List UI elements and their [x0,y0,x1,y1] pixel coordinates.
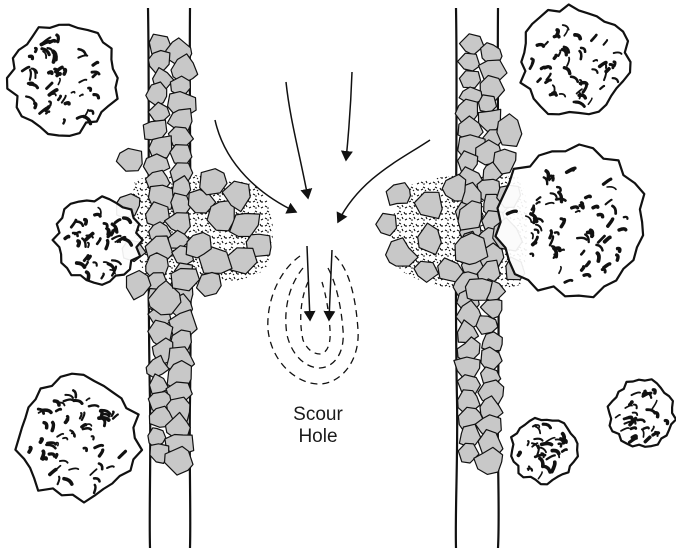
riprap-stone-icon [116,148,142,171]
scour-hole-label-line1: Scour [273,404,363,426]
shrub-icon [53,196,143,284]
scour-hole-contour-middle [286,268,343,368]
riprap-stone-icon [171,269,199,291]
riprap-stone-icon [460,34,484,55]
shrub-icon [511,418,578,484]
riprap-stone-icon [170,145,192,165]
shrub-icon [15,374,142,503]
shrub-icon [520,5,630,115]
riprap-stone-icon [459,71,480,88]
riprap-stone-icon [458,53,480,71]
riprap-stone-icon [127,271,151,300]
flow-arrow-icon [329,250,332,320]
scour-hole-label-line2: Hole [273,426,363,448]
shrub-icon [496,145,645,298]
flow-arrow-icon [286,82,308,198]
shrub-icon [608,379,676,447]
riprap-stone-icon [476,316,498,335]
riprap-stone-icon [386,183,410,206]
flow-arrow-icon [346,72,352,160]
riprap-stone-icon [376,213,397,235]
shrub-icon [7,25,118,136]
riprap-stone-icon [148,102,170,122]
scour-hole-contour-inner [301,282,330,354]
scour-hole-contour-outer [268,256,358,384]
